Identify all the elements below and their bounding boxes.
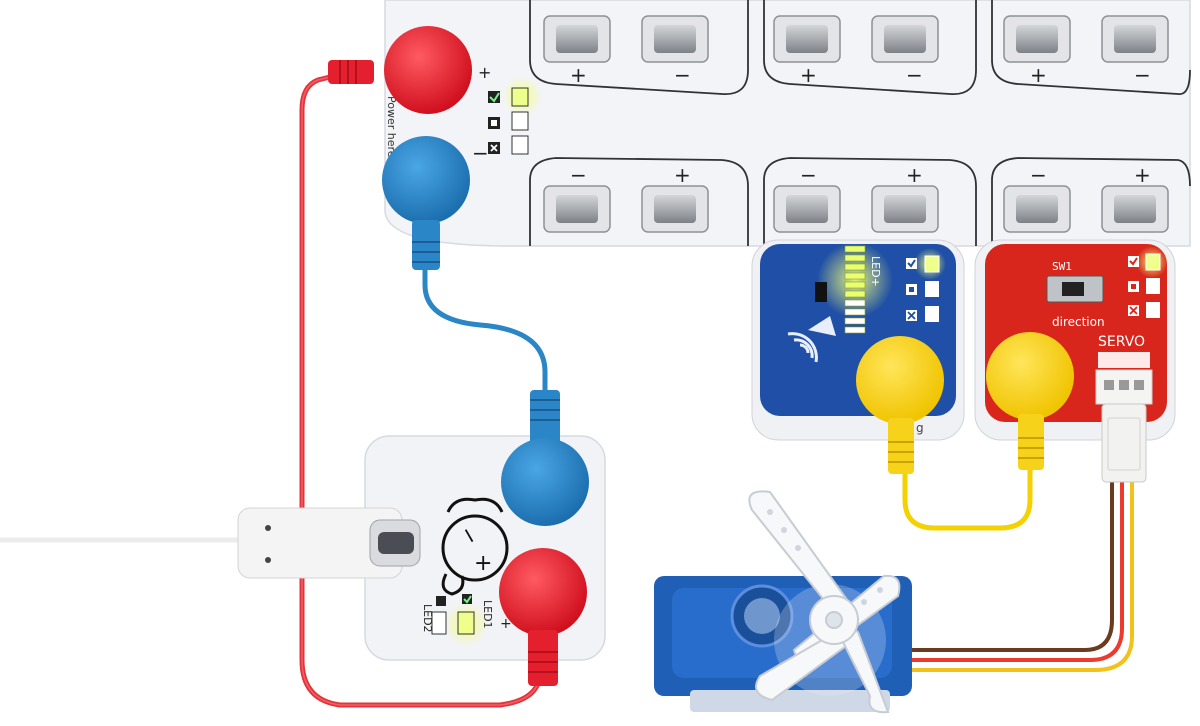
sensor-corner-label: g	[916, 421, 924, 435]
slot-label: −	[1134, 63, 1151, 87]
metal-contact-pad	[556, 25, 598, 53]
metal-contact-pad	[884, 195, 926, 223]
servo-status-leds	[1128, 246, 1168, 318]
metal-contact-pad	[1114, 195, 1156, 223]
led2-label: LED2	[421, 604, 434, 633]
power-board: Power here + − + − + − + − −	[384, 0, 1191, 247]
blue-clip-power[interactable]	[382, 136, 470, 270]
slot-label: +	[800, 63, 817, 87]
switch-label: SW1	[1052, 260, 1072, 273]
slot-label: +	[674, 163, 691, 187]
slot-label: +	[1030, 63, 1047, 87]
servo-cable	[910, 480, 1134, 672]
top-slot-row	[543, 15, 1169, 63]
metal-contact-pad	[1114, 25, 1156, 53]
power-plus-mark: +	[478, 63, 491, 82]
metal-contact-pad	[1016, 195, 1058, 223]
metal-contact-pad	[786, 195, 828, 223]
slot-label: −	[906, 63, 923, 87]
slot-label: −	[1030, 163, 1047, 187]
slot-label: +	[570, 63, 587, 87]
battery-plus-mark: +	[500, 616, 512, 632]
power-status-leds	[488, 76, 542, 155]
sensor-status-leds	[906, 248, 946, 322]
red-clip-power[interactable]	[328, 26, 472, 114]
check-icon	[462, 594, 472, 604]
mascot-face-icon	[441, 497, 509, 596]
slot-label: −	[800, 163, 817, 187]
yellow-clip-sensor[interactable]	[856, 336, 944, 474]
slot-label: −	[570, 163, 587, 187]
slot-label: +	[906, 163, 923, 187]
metal-contact-pad	[1016, 25, 1058, 53]
servo-plug[interactable]	[1101, 403, 1147, 483]
metal-contact-pad	[884, 25, 926, 53]
direction-label: direction	[1052, 315, 1105, 329]
power-here-label: Power here	[385, 96, 398, 158]
metal-contact-pad	[786, 25, 828, 53]
sensor-module: LED+ g	[751, 239, 965, 441]
speaker-icon	[808, 316, 836, 336]
sound-wave-icon	[787, 332, 818, 363]
servo-motor	[654, 490, 912, 714]
red-clip-battery[interactable]	[499, 548, 587, 686]
bottom-slot-row	[543, 185, 1169, 233]
blue-clip-battery[interactable]	[501, 390, 589, 526]
sensor-led-label: LED+	[869, 256, 882, 287]
slot-label: −	[674, 63, 691, 87]
power-minus-mark: −	[472, 141, 489, 165]
face-plus: +	[474, 551, 492, 576]
blue-wire	[422, 230, 548, 440]
metal-contact-pad	[654, 195, 696, 223]
check-icon	[488, 91, 500, 103]
slot-label: +	[1134, 163, 1151, 187]
yellow-wire	[902, 440, 1033, 531]
servo-horn[interactable]	[748, 490, 901, 714]
yellow-clip-servo[interactable]	[986, 332, 1074, 470]
servo-header-label: SERVO	[1098, 334, 1145, 350]
metal-contact-pad	[654, 25, 696, 53]
metal-contact-pad	[556, 195, 598, 223]
x-icon	[436, 596, 446, 606]
